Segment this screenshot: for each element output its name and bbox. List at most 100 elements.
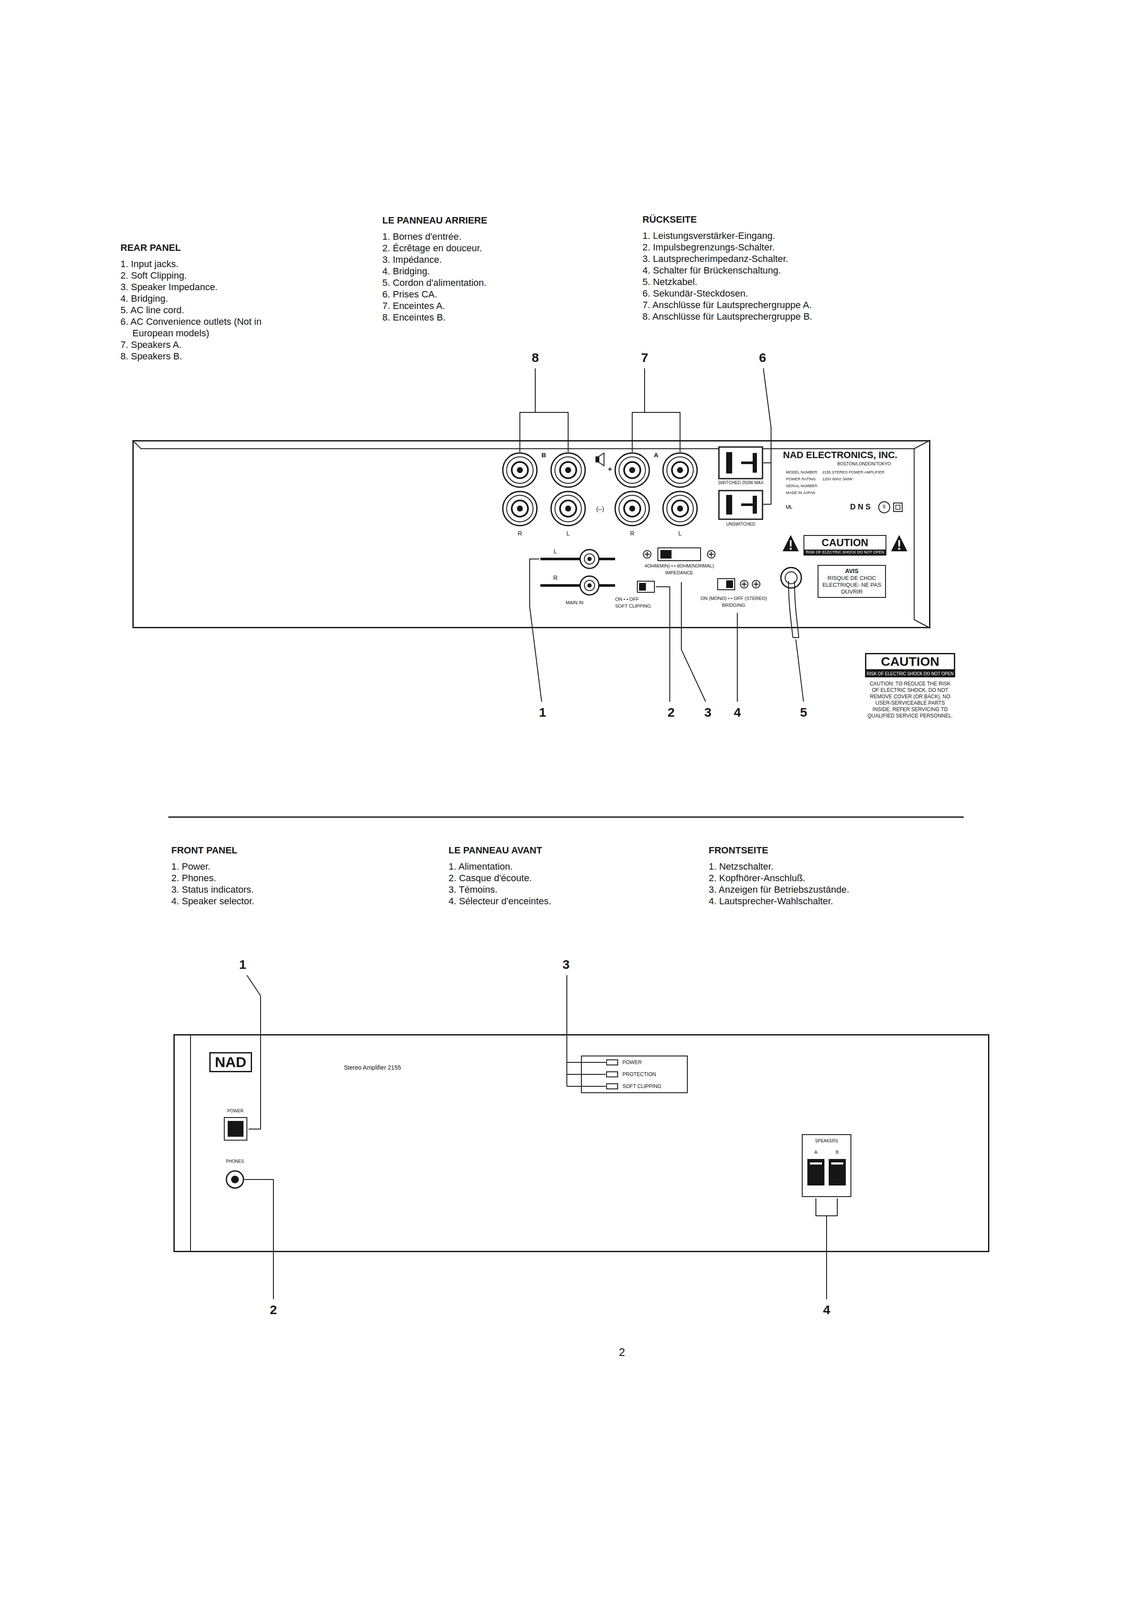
panel-label: BOSTON/LONDON/TOKYO <box>837 461 891 467</box>
power-cord <box>794 580 799 638</box>
list-item: 2. Phones. <box>171 871 255 884</box>
speaker-icon <box>595 456 599 463</box>
screw-symbol <box>707 550 716 558</box>
list-item: 1. Netzschalter. <box>708 860 850 872</box>
callout-number: 6 <box>759 350 767 365</box>
panel-label: ON • • OFF <box>615 596 639 602</box>
slide-switch <box>657 547 701 561</box>
list-item: 2. Écrêtage en douceur. <box>382 242 488 254</box>
speaker-terminal <box>662 452 698 487</box>
panel-label: SPEAKERS <box>815 1137 839 1144</box>
speaker-terminal <box>629 505 636 512</box>
list-item: 2. Soft Clipping. <box>120 269 265 282</box>
panel-label: D N S <box>850 502 871 512</box>
screw-symbol <box>752 580 760 588</box>
power-cord <box>788 580 793 638</box>
approval-mark <box>895 504 901 510</box>
speaker-button <box>831 1161 844 1165</box>
slide-switch <box>637 580 655 593</box>
chassis-edge <box>132 439 931 449</box>
ac-outlet <box>726 494 733 515</box>
screw-symbol <box>643 550 652 558</box>
panel-label: SWITCHED 250W MAX <box>718 480 764 486</box>
speaker-terminal <box>506 495 534 522</box>
warning-triangle <box>789 539 792 547</box>
list-item: 1. Leistungsverstärker-Eingang. <box>642 229 813 242</box>
warning-title: CAUTION <box>804 535 886 550</box>
screw-symbol <box>644 551 650 557</box>
list-item: 1. Bornes d'entrée. <box>382 230 488 243</box>
panel-label: MAIN IN <box>565 599 584 606</box>
leader-line <box>795 639 804 702</box>
leader-line <box>763 462 772 464</box>
list-item: 2. Impulsbegrenzungs-Schalter. <box>642 241 813 253</box>
panel-label: MODEL NUMBER <box>785 469 818 475</box>
warning-triangle <box>898 547 901 550</box>
section-heading: RÜCKSEITE <box>642 213 813 226</box>
cord-grommet <box>780 567 802 588</box>
callout-number: 2 <box>269 1302 278 1317</box>
callout-number: 4 <box>823 1302 831 1317</box>
phones-jack <box>231 1175 239 1183</box>
speaker-terminal <box>666 495 694 522</box>
status-led <box>606 1071 618 1077</box>
status-indicator-panel: POWERPROTECTIONSOFT CLIPPING <box>580 1055 688 1093</box>
speaker-terminal <box>671 500 689 517</box>
list-item: 3. Impédance. <box>382 253 488 266</box>
indicator-label: SOFT CLIPPING <box>622 1082 662 1090</box>
list-item: 8. Anschlüsse für Lautsprechergruppe B. <box>642 310 813 323</box>
text-column: RÜCKSEITE 1. Leistungsverstärker-Eingang.… <box>642 213 813 323</box>
speaker-terminal <box>560 500 577 517</box>
speaker-terminal <box>624 461 641 479</box>
leader-line <box>244 1178 274 1299</box>
ac-outlet <box>718 490 763 520</box>
panel-label: R <box>517 529 523 537</box>
panel-label: 4OHM(MIN) • • 8OHM(NORMAL) <box>644 563 714 569</box>
callout-number: 5 <box>800 704 808 719</box>
callout-number: 3 <box>562 956 570 971</box>
callout-number: 1 <box>539 704 547 719</box>
bracket-line <box>519 412 569 452</box>
status-led <box>606 1083 618 1089</box>
list-item: 5. Netzkabel. <box>642 275 813 288</box>
panel-label: L <box>566 529 570 537</box>
section-heading: LE PANNEAU ARRIERE <box>382 214 488 226</box>
leader-line <box>763 368 772 505</box>
list-item: 7. Enceintes A. <box>382 299 488 312</box>
panel-label: B <box>835 1149 839 1155</box>
input-jack <box>580 575 599 595</box>
list-item: 1. Alimentation. <box>448 860 552 872</box>
list-item: 1. Input jacks. <box>120 258 265 270</box>
slide-switch <box>660 549 672 559</box>
caution-label: CAUTIONRISK OF ELECTRIC SHOCK DO NOT OPE… <box>803 534 887 556</box>
list-item: 8. Speakers B. <box>120 350 265 362</box>
panel-label: (–) <box>596 504 605 513</box>
warning-text: RISQUE DE CHOC ELECTRIQUE- NE PAS OUVRIR <box>821 574 882 596</box>
slide-switch <box>717 578 735 590</box>
ac-outlet <box>718 446 763 479</box>
list-item: 3. Status indicators. <box>171 883 255 895</box>
panel-label: BRIDGING <box>721 602 745 608</box>
screw-symbol <box>708 551 714 557</box>
list-item: 4. Sélecteur d'enceintes. <box>448 894 552 907</box>
speaker-terminal <box>551 491 586 526</box>
list-item: 4. Bridging. <box>382 265 488 277</box>
warning-note: CAUTION: TO REDUCE THE RISK OF ELECTRIC … <box>867 680 954 719</box>
power-button <box>227 1120 244 1137</box>
jumper-bar <box>540 583 616 587</box>
list-item: 1. Power. <box>171 860 255 872</box>
slide-switch <box>639 582 646 591</box>
leader-line <box>566 1085 606 1087</box>
speaker-terminal <box>511 500 528 517</box>
list-item: 2. Casque d'écoute. <box>448 871 552 884</box>
separator-line <box>168 816 964 818</box>
leader-line <box>534 368 536 413</box>
leader-line <box>529 558 542 702</box>
speaker-button <box>809 1161 822 1165</box>
text-column: REAR PANEL1. Input jacks.2. Soft Clippin… <box>120 241 265 362</box>
panel-label: fi <box>882 503 886 510</box>
callout-number: 7 <box>641 350 649 365</box>
slide-switch <box>726 580 734 588</box>
list-item: 6. Sekundär-Steckdosen. <box>642 287 813 300</box>
list-item: 3. Témoins. <box>448 883 552 895</box>
